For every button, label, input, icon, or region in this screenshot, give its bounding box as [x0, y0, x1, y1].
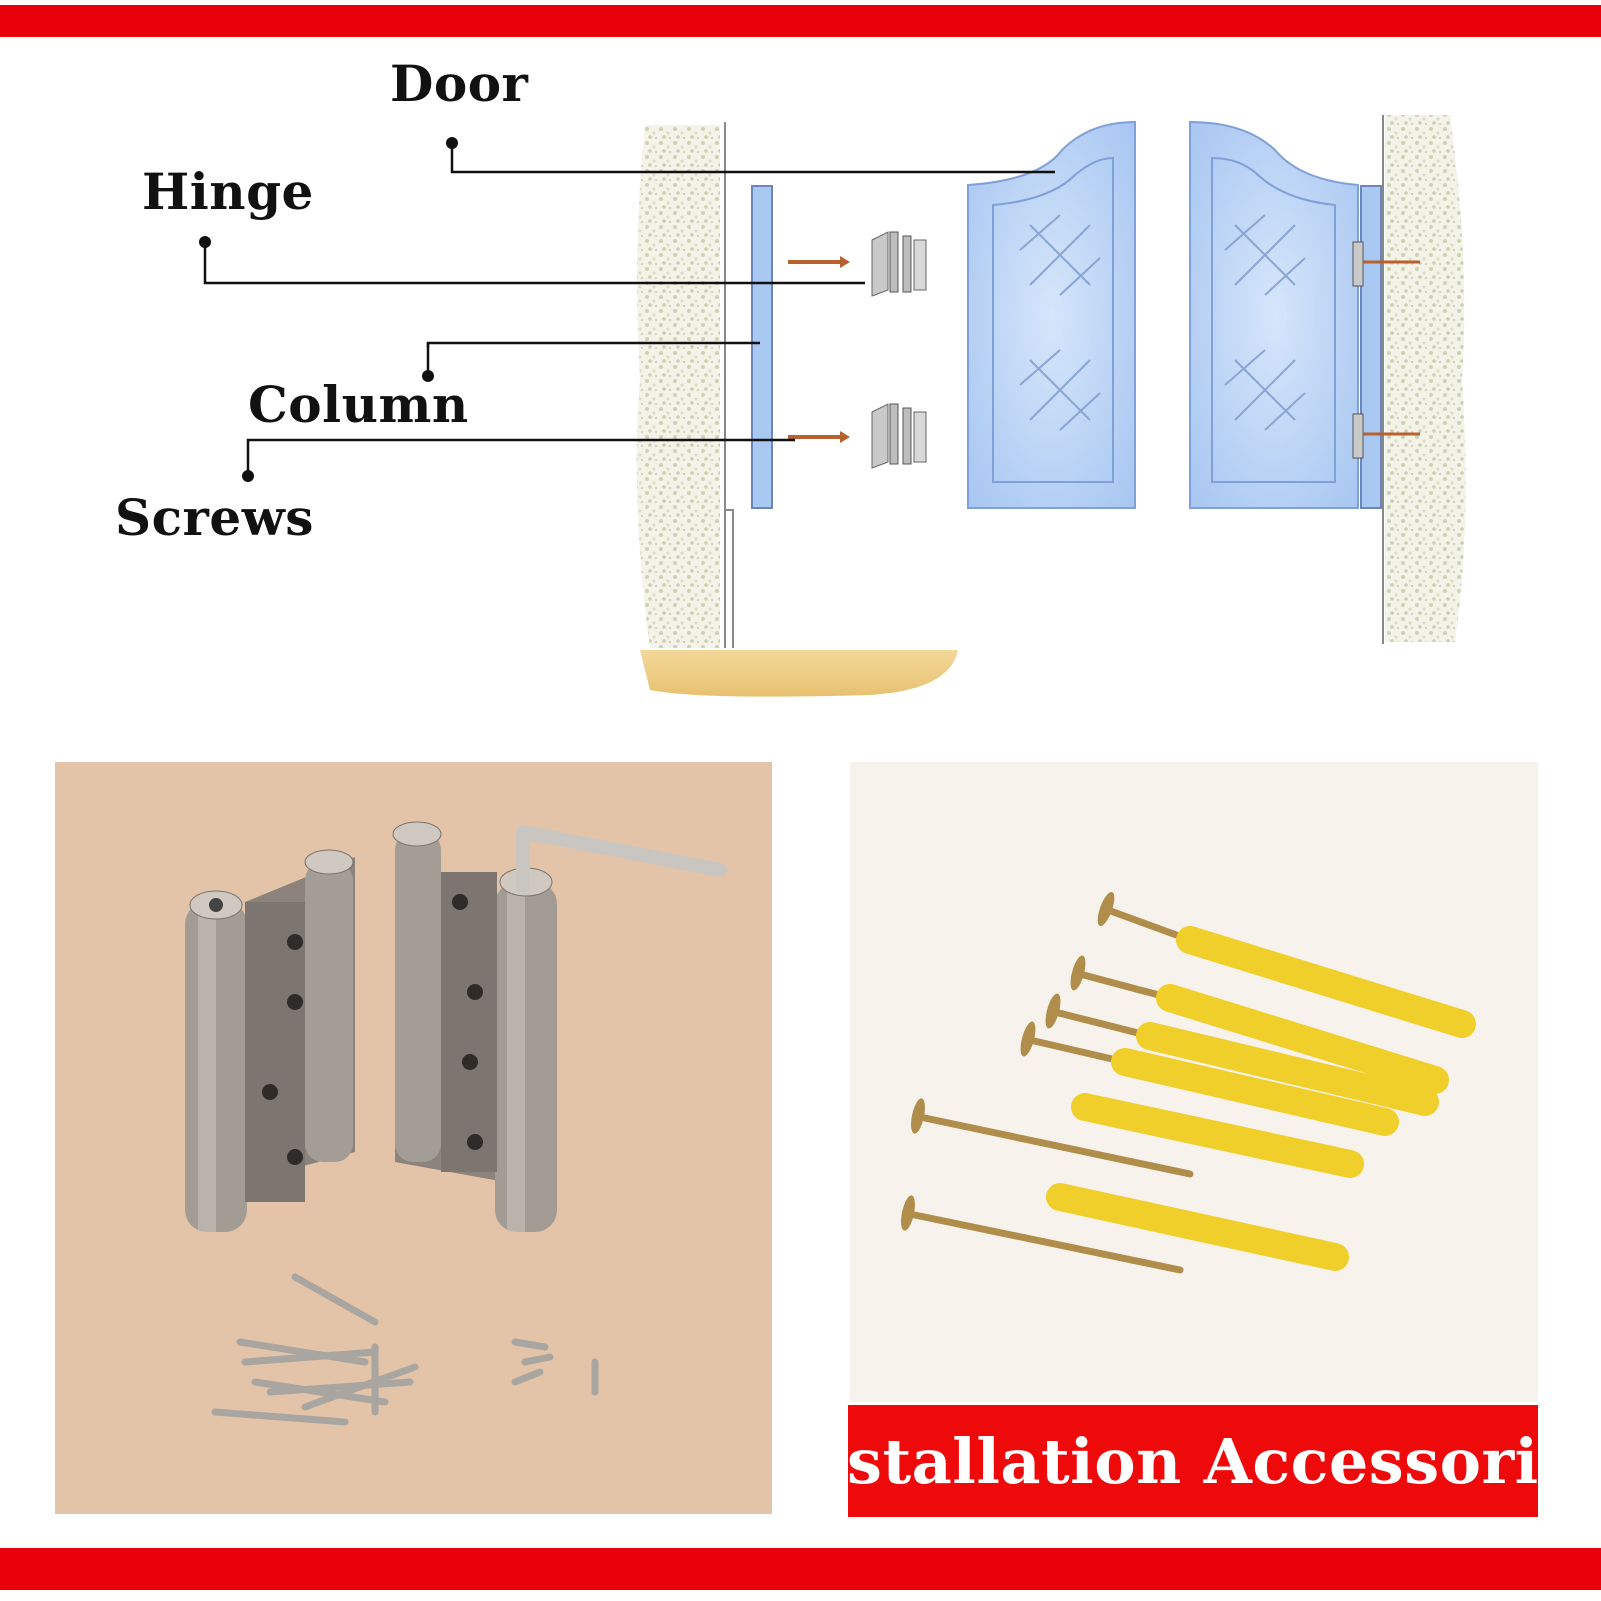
accessories-photo	[850, 762, 1538, 1402]
left-wall	[636, 122, 734, 648]
wall-plugs-and-screws-icon	[901, 891, 1476, 1274]
right-column	[1360, 185, 1382, 509]
spring-hinge-icon	[185, 849, 355, 1232]
spring-hinge-icon	[392, 821, 557, 1232]
bottom-red-bar	[0, 1548, 1601, 1590]
screws-pile-icon	[211, 1273, 599, 1426]
hinge-product-photo	[55, 762, 772, 1514]
label-door: Door	[390, 54, 529, 113]
hinge-icon	[871, 231, 927, 297]
mounted-hinge-icon	[1352, 241, 1420, 287]
floor	[640, 650, 958, 697]
label-screws: Screws	[115, 488, 314, 547]
hex-wrench-icon	[516, 825, 727, 894]
right-wall	[1382, 115, 1466, 644]
installation-accessories-banner: Installation Accessories	[772, 1405, 1601, 1517]
hinge-icon	[871, 403, 927, 469]
right-door-leaf	[1189, 120, 1359, 509]
label-hinge: Hinge	[142, 162, 314, 221]
left-column	[751, 185, 773, 509]
screw-icon	[788, 431, 850, 443]
left-door-leaf	[967, 120, 1136, 509]
leader-dots	[199, 137, 458, 482]
mounted-hinge-icon	[1352, 413, 1420, 459]
installation-diagram	[199, 115, 1466, 697]
label-column: Column	[248, 375, 469, 434]
top-red-bar	[0, 5, 1601, 37]
screw-icon	[788, 256, 850, 268]
